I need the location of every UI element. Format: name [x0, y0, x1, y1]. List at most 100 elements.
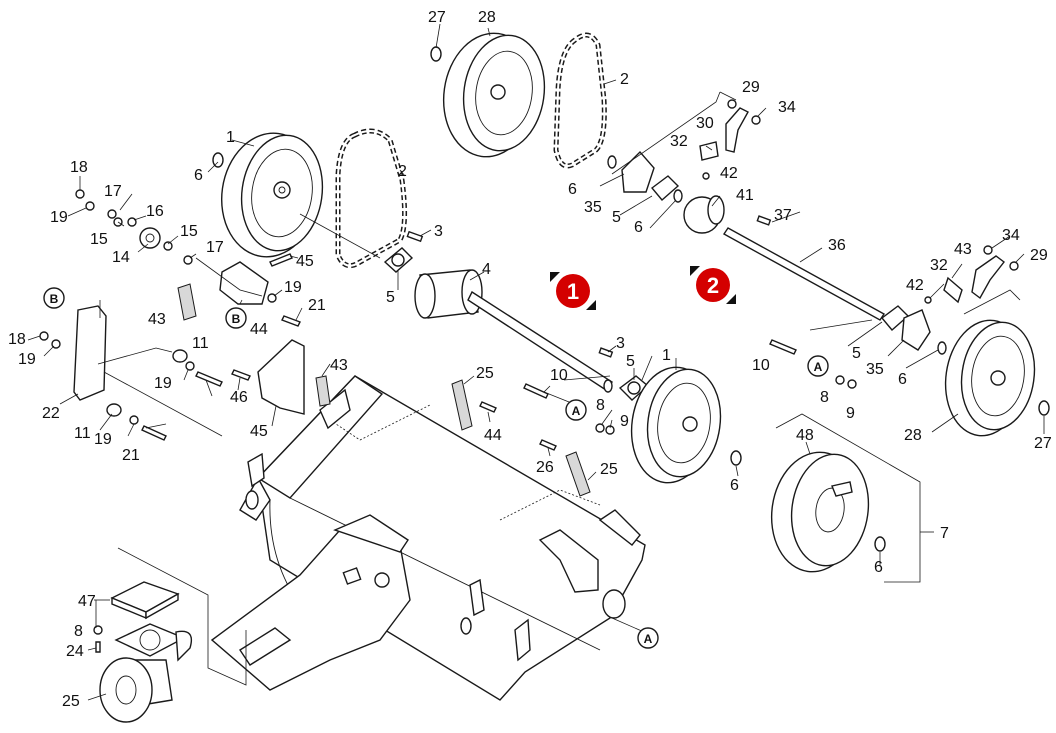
callout-1: 1	[662, 347, 671, 364]
callout-32: 35	[866, 361, 884, 378]
callout-6: 6	[634, 219, 643, 236]
variant-marker-2: 2	[690, 266, 736, 304]
pin-36b	[924, 296, 932, 304]
bolt-40	[479, 401, 497, 413]
callout-21: 24	[66, 643, 84, 660]
spacer-11-upper	[172, 349, 188, 363]
bolt-9	[523, 383, 549, 399]
nut-30	[751, 115, 761, 125]
callout-7: 8	[74, 623, 83, 640]
washer-14	[127, 217, 137, 227]
spring-29-upper	[699, 141, 719, 161]
sprocket-13	[139, 227, 161, 249]
callout-8: 9	[846, 405, 855, 422]
washer-17	[85, 201, 95, 211]
bracket-42	[257, 339, 305, 415]
svg-text:A: A	[644, 632, 653, 646]
callout-14: 16	[146, 203, 164, 220]
washer-6-upper	[607, 155, 617, 169]
bolt-18	[281, 315, 301, 327]
callout-29: 32	[930, 257, 948, 274]
callout-13: 14	[112, 249, 130, 266]
callout-16: 18	[8, 331, 26, 348]
bearing-flange-4	[383, 247, 414, 273]
callout-22: 25	[62, 693, 80, 710]
svg-text:2: 2	[707, 273, 719, 298]
badge-b-lower: B	[225, 307, 247, 329]
callout-32: 35	[584, 199, 602, 216]
nut-15	[107, 209, 117, 219]
wheel-upper-26	[442, 32, 546, 158]
callout-17: 19	[50, 209, 68, 226]
reference-badges: B B A A A	[43, 287, 829, 649]
callout-4: 5	[386, 289, 395, 306]
arm-19	[73, 305, 107, 401]
callout-26: 28	[478, 9, 496, 26]
washer-7-caster	[93, 625, 103, 635]
callout-6: 6	[898, 371, 907, 388]
callout-23: 25	[476, 365, 494, 382]
callout-18: 21	[122, 447, 140, 464]
washer-7b	[835, 375, 845, 385]
callout-17: 19	[94, 431, 112, 448]
callout-30: 34	[1002, 227, 1020, 244]
svg-text:B: B	[232, 312, 241, 326]
callout-27: 29	[742, 79, 760, 96]
chain-right-2	[553, 32, 607, 169]
callout-2: 2	[620, 71, 629, 88]
flange-32-right	[901, 309, 931, 351]
callout-18: 21	[308, 297, 326, 314]
washer-6-right2	[937, 341, 947, 355]
callout-3: 3	[616, 335, 625, 352]
callout-48: 7	[940, 525, 949, 542]
callout-4: 5	[852, 345, 861, 362]
callout-6: 6	[194, 167, 203, 184]
callout-15: 17	[104, 183, 122, 200]
svg-text:B: B	[50, 292, 59, 306]
bolt-21	[95, 641, 101, 653]
brush-41-left	[177, 283, 197, 321]
callout-33: 36	[828, 237, 846, 254]
callout-41: 43	[148, 311, 166, 328]
caster-assembly	[93, 547, 247, 723]
washer-16	[75, 189, 85, 199]
callout-7: 8	[820, 389, 829, 406]
svg-text:1: 1	[567, 279, 579, 304]
wheel-left-1	[220, 132, 324, 258]
callout-12: 15	[180, 223, 198, 240]
bearing-flange-4b	[618, 375, 650, 401]
sprocket-35	[683, 195, 725, 234]
callout-35: 41	[736, 187, 754, 204]
callout-25: 27	[428, 9, 446, 26]
svg-text:A: A	[814, 360, 823, 374]
callout-6: 6	[730, 477, 739, 494]
callout-16: 18	[70, 159, 88, 176]
bracket-43	[219, 261, 269, 305]
wheel-right-26	[944, 319, 1036, 437]
variant-2-assembly	[430, 32, 1050, 583]
badge-b-upper: B	[43, 287, 65, 309]
callout-28: 30	[696, 115, 714, 132]
callout-43: 44	[250, 321, 268, 338]
callout-36: 42	[906, 277, 924, 294]
washer-25b	[1038, 400, 1050, 416]
callout-26: 28	[904, 427, 922, 444]
callout-30: 34	[778, 99, 796, 116]
brush-23b	[565, 451, 591, 497]
callout-6: 6	[874, 559, 883, 576]
callout-4: 5	[612, 209, 621, 226]
callout-8: 9	[620, 413, 629, 430]
callout-11: 11	[74, 425, 91, 442]
lever-37	[971, 255, 1005, 300]
callout-47: 48	[796, 427, 814, 444]
variant-marker-1: 1	[550, 272, 596, 310]
shaft-33	[722, 227, 886, 321]
callout-46: 47	[78, 593, 96, 610]
brush-23a	[451, 379, 473, 431]
screw-45	[231, 369, 251, 381]
callout-44: 45	[296, 253, 314, 270]
washer-17f	[129, 415, 139, 425]
brush-41-right	[315, 375, 331, 407]
